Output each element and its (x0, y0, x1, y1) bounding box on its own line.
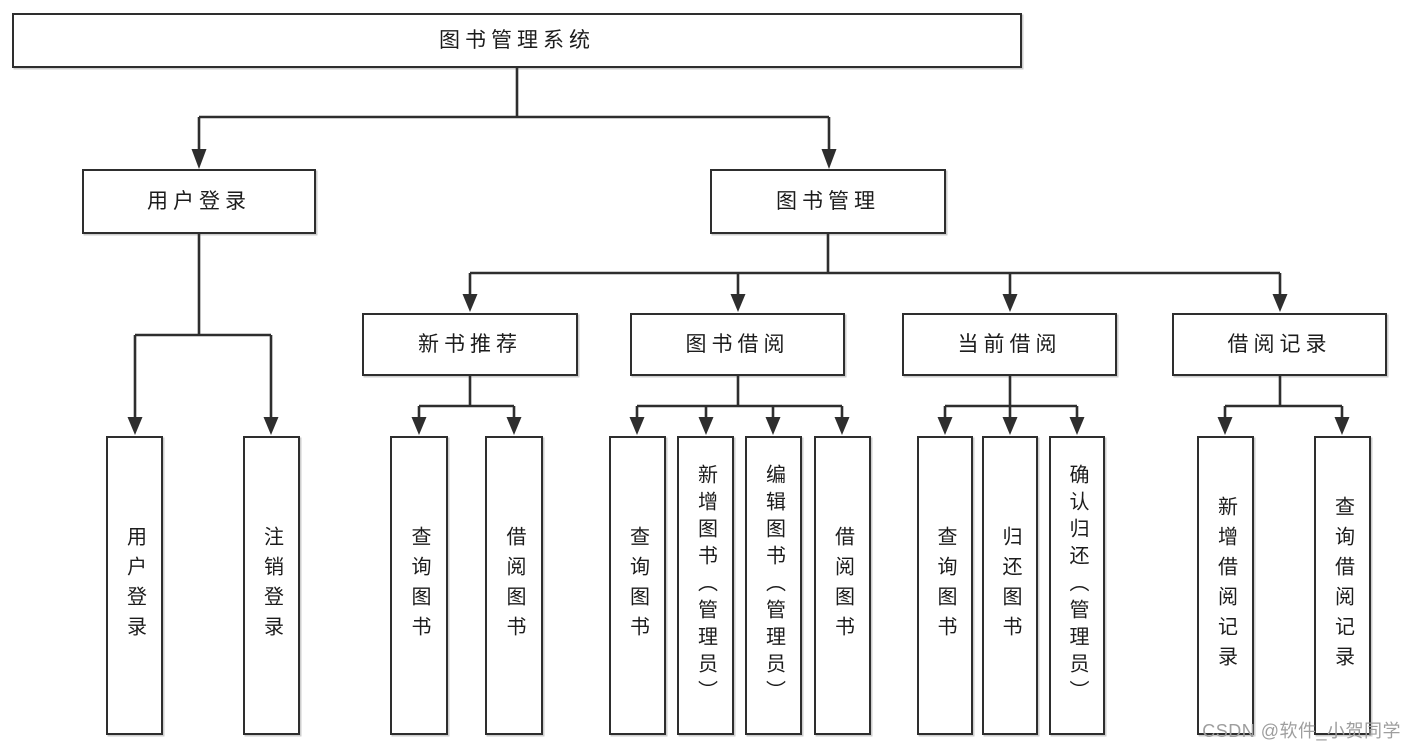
leaf-add-borrow-record: 新增借阅记录 (1197, 436, 1254, 735)
leaf-label: 借阅图书 (503, 525, 525, 646)
node-label: 图书借阅 (685, 333, 790, 356)
connector-user-login-children (127, 234, 279, 435)
csdn-watermark: CSDN @软件_小贺同学 (1202, 721, 1401, 741)
node-label: 当前借阅 (957, 333, 1062, 356)
leaf-label: 编辑图书（管理员） (762, 464, 785, 707)
node-label: 图书管理系统 (439, 29, 595, 52)
node-book-management: 图书管理 (710, 169, 946, 234)
leaf-label: 新增图书（管理员） (694, 464, 717, 707)
leaf-label: 确认归还（管理员） (1066, 464, 1088, 707)
leaf-logout: 注销登录 (243, 436, 300, 735)
node-label: 借阅记录 (1227, 333, 1332, 356)
leaf-label: 归还图书 (999, 525, 1021, 646)
node-current-borrow: 当前借阅 (902, 313, 1117, 376)
leaf-search-borrow-record: 查询借阅记录 (1314, 436, 1371, 735)
node-book-borrow: 图书借阅 (630, 313, 845, 376)
leaf-label: 查询借阅记录 (1331, 495, 1354, 676)
connector-borrow-records-children (1217, 376, 1350, 435)
connector-current-borrow-children (937, 376, 1085, 435)
node-label: 图书管理 (776, 190, 880, 213)
leaf-label: 新增借阅记录 (1214, 495, 1237, 676)
leaf-search-books-current: 查询图书 (917, 436, 973, 735)
connector-new-book-recommend-children (411, 376, 522, 435)
leaf-edit-book-admin: 编辑图书（管理员） (745, 436, 802, 735)
node-user-login: 用户登录 (82, 169, 316, 234)
leaf-label: 查询图书 (934, 525, 956, 646)
leaf-borrow-books: 借阅图书 (814, 436, 871, 735)
connector-book-borrow-children (629, 376, 850, 435)
node-label: 新书推荐 (418, 333, 522, 356)
leaf-label: 用户登录 (123, 525, 146, 646)
leaf-search-books-recommend: 查询图书 (390, 436, 448, 735)
leaf-label: 借阅图书 (831, 525, 854, 646)
leaf-label: 注销登录 (260, 525, 283, 646)
leaf-confirm-return-admin: 确认归还（管理员） (1049, 436, 1105, 735)
leaf-user-login: 用户登录 (106, 436, 163, 735)
node-borrow-records: 借阅记录 (1172, 313, 1387, 376)
leaf-return-book: 归还图书 (982, 436, 1038, 735)
leaf-borrow-books-recommend: 借阅图书 (485, 436, 543, 735)
node-label: 用户登录 (147, 190, 251, 213)
leaf-label: 查询图书 (408, 525, 430, 646)
node-new-book-recommend: 新书推荐 (362, 313, 578, 376)
leaf-add-book-admin: 新增图书（管理员） (677, 436, 734, 735)
node-library-management-system: 图书管理系统 (12, 13, 1022, 68)
connector-book-management-children (462, 234, 1288, 312)
leaf-search-books-borrow: 查询图书 (609, 436, 666, 735)
leaf-label: 查询图书 (626, 525, 649, 646)
connector-root-to-level2 (191, 68, 837, 169)
